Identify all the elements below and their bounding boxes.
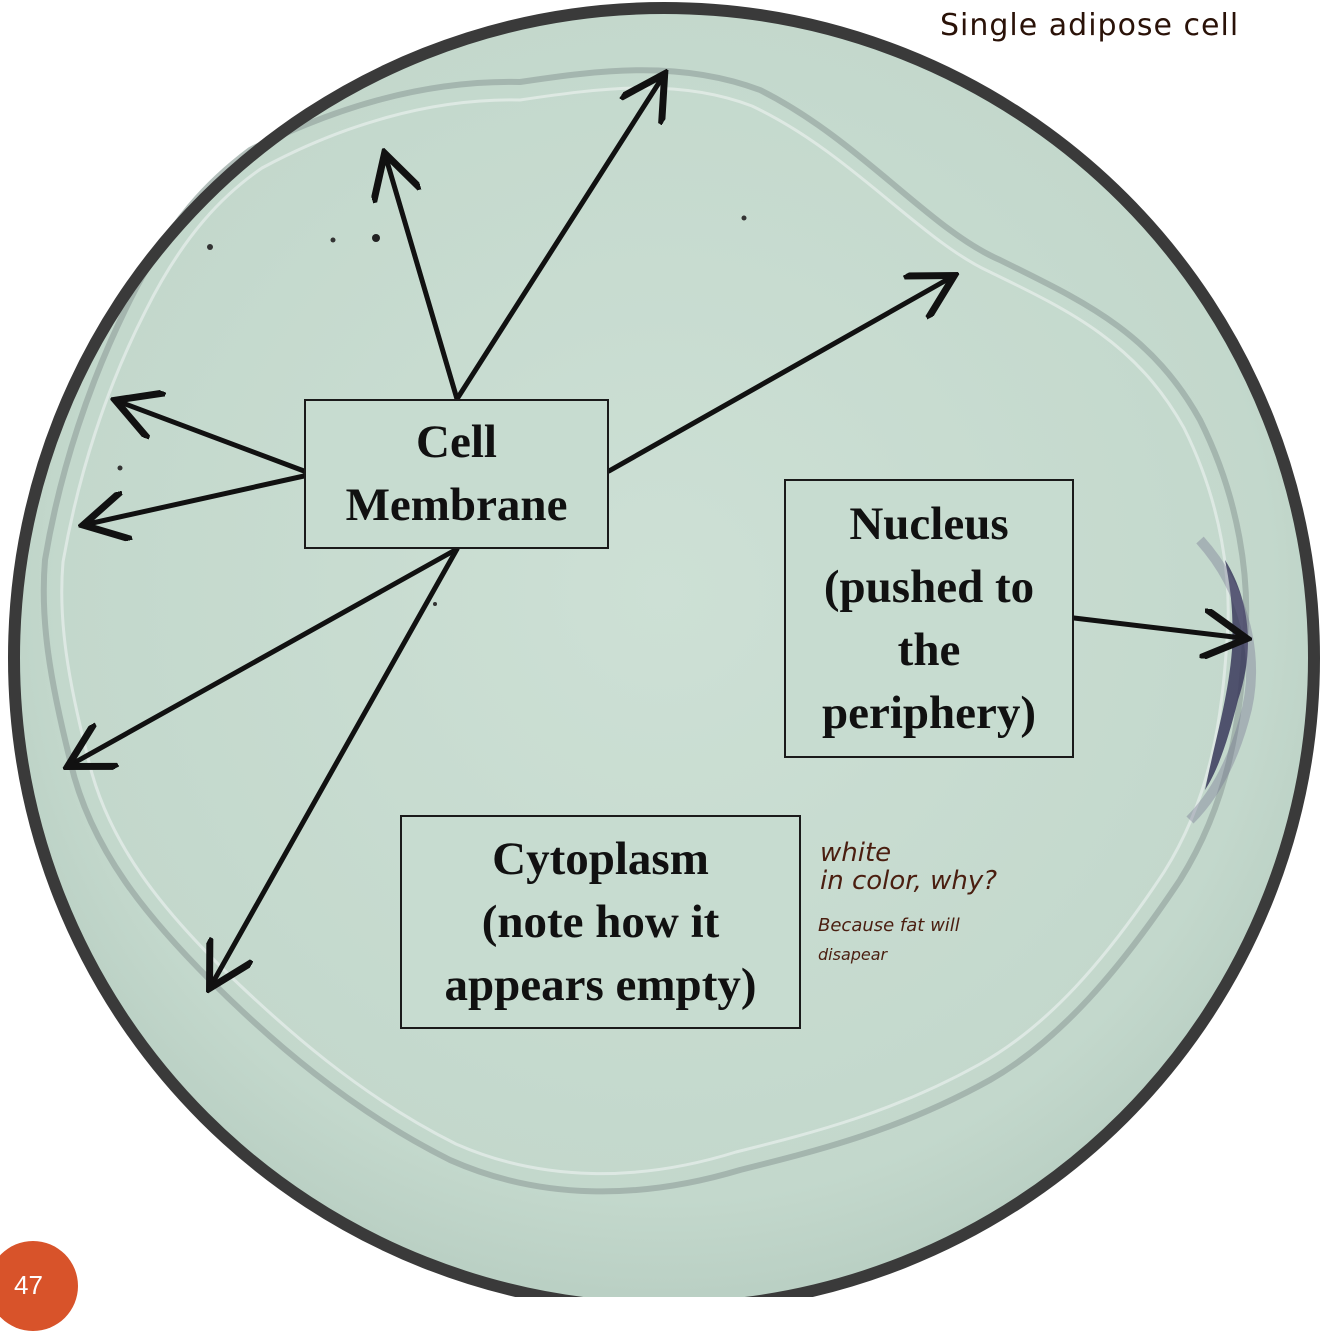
handwritten-note-line: in color, why? [820, 866, 997, 896]
label-line: the [898, 619, 961, 682]
adipose-cell-diagram [0, 0, 1326, 1297]
debris-speck [207, 244, 213, 250]
debris-speck [331, 238, 336, 243]
label-line: periphery) [822, 682, 1036, 745]
nucleus-label: Nucleus (pushed to the periphery) [784, 479, 1074, 758]
handwritten-title: Single adipose cell [940, 8, 1239, 43]
label-line: Membrane [346, 474, 568, 537]
handwritten-note-line: white [820, 838, 891, 868]
cytoplasm-label: Cytoplasm (note how it appears empty) [400, 815, 801, 1029]
cell-membrane-label: Cell Membrane [304, 399, 609, 549]
debris-speck [118, 466, 123, 471]
label-line: Nucleus [849, 493, 1008, 556]
handwritten-note-line: disapear [818, 945, 887, 964]
label-line: (pushed to [824, 556, 1034, 619]
page-number: 47 [14, 1270, 43, 1301]
debris-speck [372, 234, 380, 242]
label-line: Cell [416, 411, 497, 474]
label-line: Cytoplasm [492, 828, 709, 891]
debris-speck [742, 216, 747, 221]
debris-speck [433, 602, 437, 606]
label-line: (note how it [482, 891, 720, 954]
handwritten-note-line: Because fat will [818, 915, 960, 936]
label-line: appears empty) [445, 954, 757, 1017]
